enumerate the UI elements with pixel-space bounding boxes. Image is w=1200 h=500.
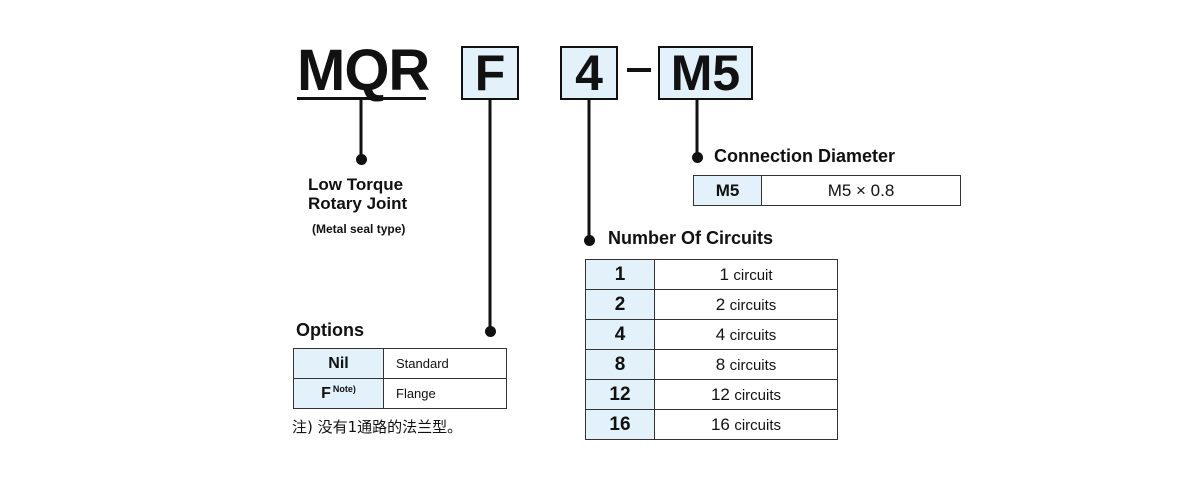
option-note-marker: Note) [332,384,356,394]
circuits-unit: circuits [729,356,777,374]
circuits-value-cell: 16 circuits [654,409,838,440]
connection-value-cell: M5 × 0.8 [761,175,961,206]
circuits-count: 8 [715,354,726,374]
base-description: Low Torque Rotary Joint [308,175,407,213]
option-connector-dot [485,326,496,337]
circuits-code-cell: 4 [585,319,655,350]
option-value-cell: Flange [383,378,507,409]
table-row: M5 M5 × 0.8 [693,175,961,206]
table-row: 2 2 circuits [585,289,838,320]
circuits-connector-dot [584,235,595,246]
circuits-count: 4 [715,324,726,344]
circuits-code-cell: 1 [585,259,655,290]
option-code-cell: Nil [293,348,384,379]
table-row: 16 16 circuits [585,409,838,440]
circuits-unit: circuits [729,296,777,314]
model-base-underline [297,97,426,100]
circuits-count: 12 [710,384,730,404]
circuits-value-cell: 1 circuit [654,259,838,290]
base-description-subtitle: (Metal seal type) [312,222,406,236]
connection-code-cell: M5 [693,175,762,206]
table-row: Nil Standard [293,348,507,379]
circuits-code-cell: 16 [585,409,655,440]
base-connector-dot [356,154,367,165]
circuits-code-cell: 2 [585,289,655,320]
option-code: F [321,385,331,402]
options-footnote: 注) 没有1通路的法兰型。 [292,418,463,436]
table-row: 8 8 circuits [585,349,838,380]
connection-table: M5 M5 × 0.8 [693,175,961,206]
circuits-unit: circuits [734,386,782,404]
option-value-cell: Standard [383,348,507,379]
base-description-line1: Low Torque [308,175,404,194]
base-description-line2: Rotary Joint [308,194,408,213]
model-separator [627,68,651,72]
circuits-value-cell: 2 circuits [654,289,838,320]
connection-code-box: M5 [658,45,753,101]
option-code: Nil [328,354,349,372]
circuits-unit: circuit [733,266,773,284]
circuits-table: 1 1 circuit 2 2 circuits 4 4 circuits 8 … [585,259,838,440]
circuits-value-cell: 4 circuits [654,319,838,350]
circuits-value-cell: 12 circuits [654,379,838,410]
option-code-box: F [461,45,519,101]
circuits-value-cell: 8 circuits [654,349,838,380]
circuits-code-box: 4 [560,45,618,101]
circuits-count: 2 [715,294,726,314]
circuits-heading: Number Of Circuits [608,228,774,248]
connection-heading: Connection Diameter [714,146,896,166]
circuits-count: 16 [710,414,730,434]
table-row: 4 4 circuits [585,319,838,350]
model-base-code: MQR [297,38,430,103]
connection-connector-dot [692,152,703,163]
table-row: 1 1 circuit [585,259,838,290]
circuits-count: 1 [719,264,729,284]
circuits-unit: circuits [729,326,777,344]
table-row: 12 12 circuits [585,379,838,410]
circuits-code-cell: 12 [585,379,655,410]
circuits-code-cell: 8 [585,349,655,380]
options-heading: Options [296,320,364,340]
circuits-unit: circuits [734,416,782,434]
